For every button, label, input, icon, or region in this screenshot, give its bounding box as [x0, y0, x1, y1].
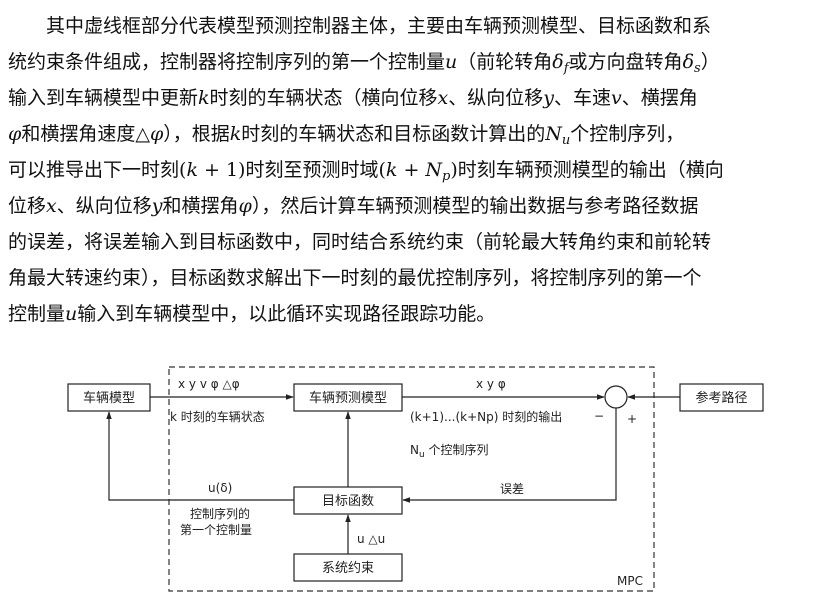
output-horizon-label: (k+1)...(k+Np) 时刻的输出 — [410, 409, 562, 424]
prediction-model-box — [293, 383, 403, 412]
vehicle-model-box — [67, 383, 151, 412]
paragraph-line: 控制量u输入到车辆模型中，以此循环实现路径跟踪功能。 — [8, 296, 824, 332]
math-symbol: u — [445, 51, 458, 73]
math-symbol: y — [543, 87, 555, 109]
text-run: ），根据 — [163, 123, 230, 145]
math-symbol: ( — [179, 159, 187, 181]
error-arrow — [402, 408, 617, 503]
state-time-label: k 时刻的车辆状态 — [170, 409, 265, 424]
math-symbol: + — [397, 159, 426, 181]
state-variables-label: x y v φ △φ — [178, 377, 240, 391]
text-run: ），然后计算车辆预测模型的输出数据与参考路径数据 — [251, 195, 699, 217]
math-symbol: δ — [682, 51, 695, 73]
math-symbol: N — [425, 159, 443, 181]
text-run: 输入到车辆模型中，以此循环实现路径跟踪功能。 — [77, 303, 496, 325]
math-symbol: △φ — [135, 123, 164, 145]
output-variables-label: x y φ — [476, 377, 506, 391]
text-run: 、纵向位移 — [448, 87, 544, 109]
text-run: 时刻车辆预测模型的输出（横向 — [457, 159, 724, 181]
summing-junction — [604, 385, 628, 409]
control-symbol-label: u(δ) — [208, 481, 232, 495]
system-constraints-label: 系统约束 — [322, 561, 374, 576]
paragraph-line: 输入到车辆模型中更新k时刻的车辆状态（横向位移x、纵向位移y、车速v、横摆角 — [8, 80, 824, 116]
text-run: 时刻的车辆状态和目标函数计算出的 — [241, 123, 546, 145]
text-run: 统约束条件组成，控制器将控制序列的第一个控制量 — [8, 51, 446, 73]
paragraph-line: 位移x、纵向位移y和横摆角φ），然后计算车辆预测模型的输出数据与参考路径数据 — [8, 188, 824, 224]
math-symbol: x — [437, 87, 449, 109]
math-symbol: ( — [378, 159, 386, 181]
text-run: 时刻的车辆状态（横向位移 — [209, 87, 438, 109]
text-run: 、纵向位移 — [56, 195, 152, 217]
text-run: 可以推导出下一时刻 — [8, 159, 180, 181]
paragraph-line: 可以推导出下一时刻(k + 1)时刻至预测时域(k + Np)时刻车辆预测模型的… — [8, 152, 824, 188]
math-symbol: x — [46, 195, 57, 217]
text-run: 的误差，将误差输入到目标函数中，同时结合系统约束（前轮最大转角约束和前轮转 — [8, 231, 712, 253]
text-run: 、横摆角 — [621, 87, 698, 109]
math-symbol: δ — [552, 51, 564, 73]
body-paragraph: 其中虚线框部分代表模型预测控制器主体，主要由车辆预测模型、目标函数和系 统约束条… — [8, 8, 824, 332]
math-symbol: u — [65, 303, 78, 325]
paragraph-line: φ和横摆角速度△φ），根据k时刻的车辆状态和目标函数计算出的Nu个控制序列， — [8, 116, 824, 152]
math-subscript: u — [561, 133, 571, 148]
text-run: （前轮转角 — [457, 51, 553, 73]
u-delta-u-label: u △u — [357, 532, 385, 546]
math-symbol: k — [198, 87, 210, 109]
math-symbol: N — [545, 123, 562, 145]
text-run: ） — [700, 51, 720, 73]
objective-function-box — [293, 486, 403, 515]
text-run: 和横摆角 — [162, 195, 239, 217]
math-symbol: v — [611, 87, 622, 109]
text-run: 角最大转速约束），目标函数求解出下一时刻的最优控制序列，将控制序列的第一个 — [8, 267, 702, 289]
text-run: 时刻至预测时域 — [245, 159, 379, 181]
paragraph-line: 统约束条件组成，控制器将控制序列的第一个控制量u（前轮转角δf或方向盘转角δs） — [8, 44, 824, 80]
text-run: 或方向盘转角 — [568, 51, 683, 73]
math-subscript: s — [694, 61, 701, 76]
text-run: 输入到车辆模型中更新 — [8, 87, 199, 109]
text-run: 控制量 — [8, 303, 66, 325]
math-symbol: ) — [450, 159, 458, 181]
text-run: 个控制序列， — [570, 123, 685, 145]
objective-function-label: 目标函数 — [322, 494, 374, 509]
error-label: 误差 — [500, 482, 524, 496]
reference-path-label: 参考路径 — [695, 390, 747, 406]
text-run: 位移 — [8, 195, 47, 217]
vehicle-model-label: 车辆模型 — [83, 390, 135, 406]
control-feedback-arrow — [106, 411, 294, 501]
control-desc-line2: 第一个控制量 — [180, 523, 252, 537]
math-subscript: p — [442, 169, 451, 184]
paragraph-line: 角最大转速约束），目标函数求解出下一时刻的最优控制序列，将控制序列的第一个 — [8, 260, 824, 296]
math-symbol: y — [151, 195, 163, 217]
mpc-label: MPC — [617, 574, 643, 588]
prediction-model-label: 车辆预测模型 — [309, 390, 387, 406]
paragraph-line: 的误差，将误差输入到目标函数中，同时结合系统约束（前轮最大转角约束和前轮转 — [8, 224, 824, 260]
text-run: 和横摆角速度 — [21, 123, 136, 145]
control-sequence-count-label: Nu 个控制序列 — [410, 442, 489, 460]
control-desc-line1: 控制序列的 — [190, 506, 250, 521]
math-subscript: f — [563, 61, 569, 76]
paragraph-line: 其中虚线框部分代表模型预测控制器主体，主要由车辆预测模型、目标函数和系 — [8, 8, 824, 44]
plus-sign: + — [627, 412, 637, 426]
text-run: 其中虚线框部分代表模型预测控制器主体，主要由车辆预测模型、目标函数和系 — [46, 15, 712, 37]
math-symbol: k — [229, 123, 242, 145]
math-symbol: φ — [8, 123, 22, 145]
math-symbol: φ — [238, 195, 252, 217]
system-constraints-box — [293, 553, 403, 582]
mpc-dashed-frame — [168, 366, 655, 592]
text-run: 、车速 — [554, 87, 612, 109]
math-symbol: k — [385, 159, 398, 181]
math-symbol: + 1) — [197, 159, 246, 181]
math-symbol: k — [186, 159, 198, 181]
minus-sign: − — [594, 409, 604, 423]
